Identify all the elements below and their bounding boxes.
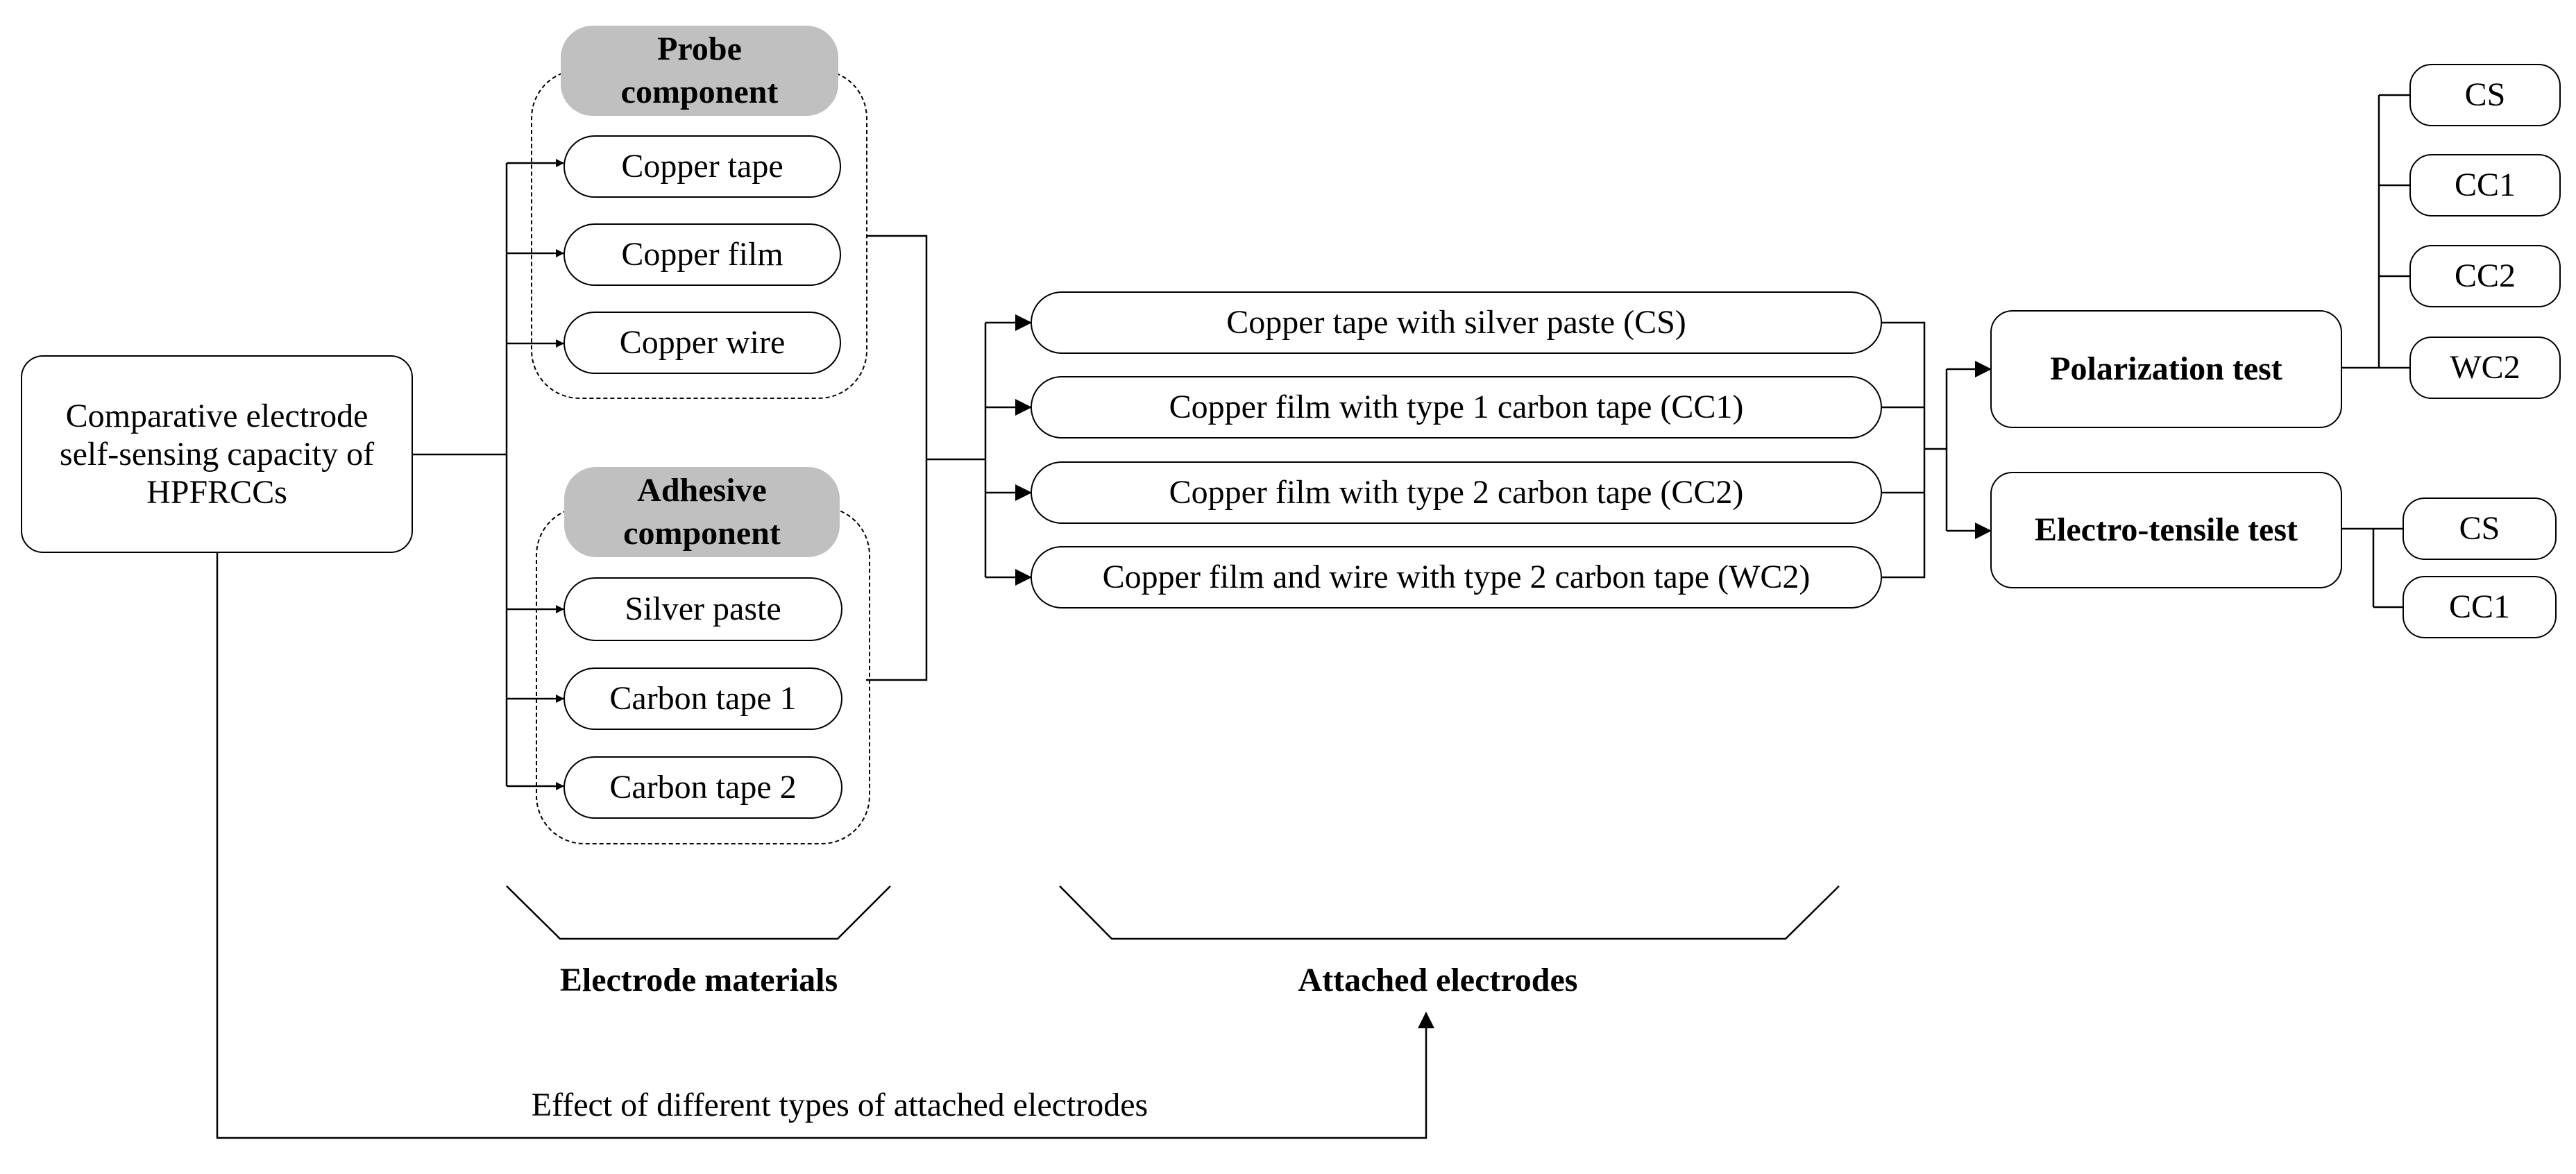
test-item-label: CS: [2459, 510, 2500, 547]
probe-item-label: Copper wire: [619, 324, 786, 361]
adhesive-item-label: Carbon tape 1: [609, 680, 797, 717]
adhesive-item-carbon-tape-2: Carbon tape 2: [564, 756, 842, 819]
electrode-label: Copper film with type 1 carbon tape (CC1…: [1169, 389, 1744, 426]
probe-item-label: Copper tape: [621, 148, 783, 185]
probe-group-header-text: Probe component: [620, 30, 779, 110]
tensile-test-label: Electro-tensile test: [2035, 511, 2298, 549]
materials-bracket: [506, 885, 891, 940]
electrode-cc2: Copper film with type 2 carbon tape (CC2…: [1031, 461, 1882, 524]
adhesive-item-silver-paste: Silver paste: [564, 577, 842, 641]
tensile-test-node: Electro-tensile test: [1990, 472, 2342, 588]
root-node-text: Comparative electrode self-sensing capac…: [59, 397, 375, 511]
polarization-item-cc2: CC2: [2409, 245, 2561, 307]
probe-item-copper-film: Copper film: [564, 223, 841, 286]
tensile-item-cs: CS: [2403, 497, 2557, 560]
polarization-item-wc2: WC2: [2409, 337, 2561, 399]
probe-item-label: Copper film: [621, 236, 783, 273]
test-item-label: CC1: [2454, 167, 2516, 204]
electrode-label: Copper film with type 2 carbon tape (CC2…: [1169, 474, 1744, 511]
electrode-wc2: Copper film and wire with type 2 carbon …: [1031, 546, 1882, 609]
electrode-label: Copper tape with silver paste (CS): [1226, 304, 1686, 341]
feedback-arrow: [216, 553, 1434, 1139]
adhesive-item-carbon-tape-1: Carbon tape 1: [564, 667, 842, 730]
attached-bracket-label: Attached electrodes: [1298, 962, 1578, 998]
polarization-test-node: Polarization test: [1990, 310, 2342, 428]
electrode-label: Copper film and wire with type 2 carbon …: [1102, 559, 1811, 596]
root-node: Comparative electrode self-sensing capac…: [21, 355, 413, 553]
polarization-item-cs: CS: [2409, 64, 2561, 126]
tensile-item-cc1: CC1: [2403, 576, 2557, 638]
test-item-label: WC2: [2450, 349, 2520, 386]
adhesive-item-label: Carbon tape 2: [609, 769, 797, 806]
test-item-label: CC2: [2454, 257, 2516, 295]
probe-group-header: Probe component: [561, 26, 838, 116]
groups-merge: [866, 235, 928, 681]
materials-bracket-label: Electrode materials: [559, 962, 838, 998]
probe-item-copper-tape: Copper tape: [564, 135, 841, 198]
electrode-cs: Copper tape with silver paste (CS): [1031, 291, 1882, 354]
adhesive-item-label: Silver paste: [625, 590, 781, 628]
test-item-label: CC1: [2448, 588, 2511, 626]
polarization-item-cc1: CC1: [2409, 154, 2561, 216]
adhesive-group-header: Adhesive component: [564, 467, 840, 557]
feedback-label: Effect of different types of attached el…: [531, 1087, 1149, 1123]
test-item-label: CS: [2464, 76, 2506, 114]
probe-item-copper-wire: Copper wire: [564, 312, 841, 374]
electrode-cc1: Copper film with type 1 carbon tape (CC1…: [1031, 376, 1882, 439]
polarization-test-label: Polarization test: [2050, 350, 2282, 388]
attached-bracket: [1059, 885, 1840, 940]
adhesive-group-header-text: Adhesive component: [623, 471, 781, 552]
